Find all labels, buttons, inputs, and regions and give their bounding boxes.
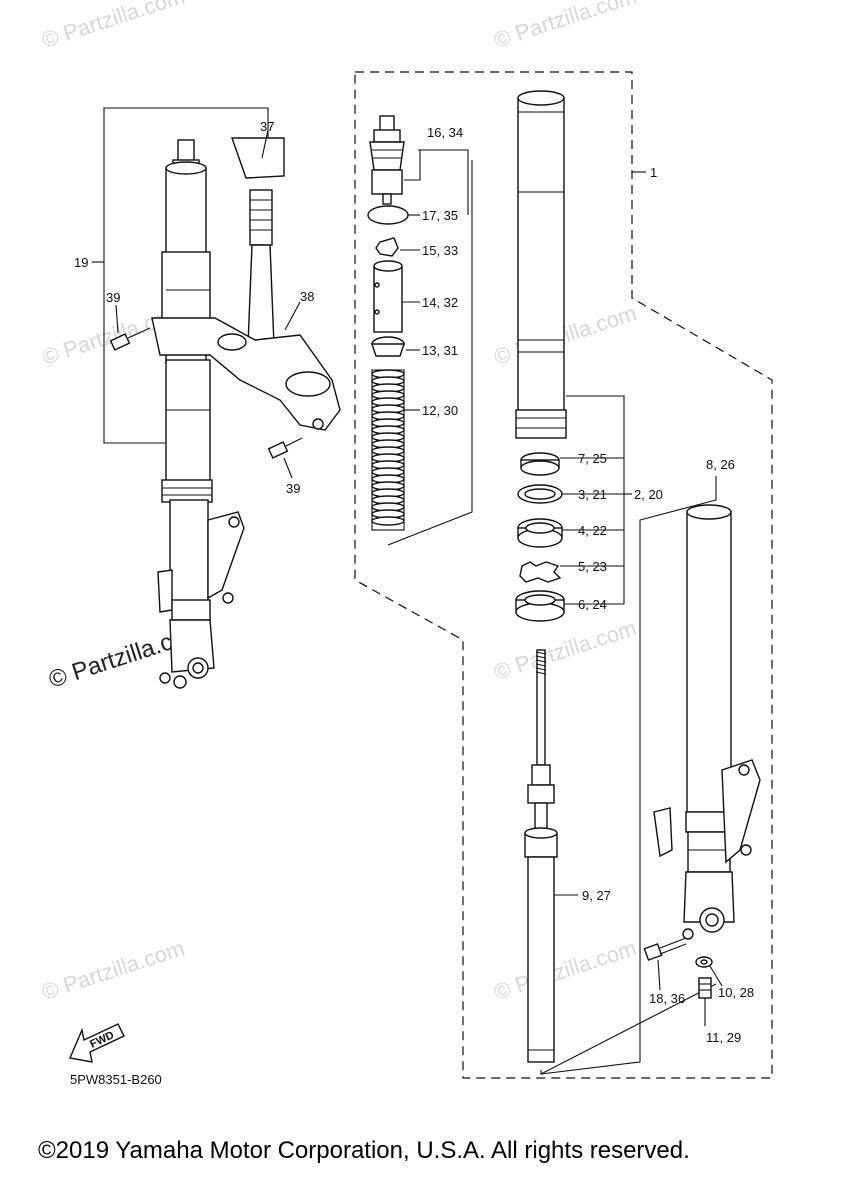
pinch-bolt-lower: [267, 437, 303, 479]
callout-4-22: 4, 22: [578, 523, 607, 538]
drain-bolt-11-29: [698, 977, 712, 1026]
oil-seal-4-22: [517, 518, 624, 548]
spacer-14-32: [373, 260, 420, 333]
callout-5-23: 5, 23: [578, 559, 607, 574]
callout-16-34: 16, 34: [427, 125, 463, 140]
o-ring-17-35: [367, 205, 420, 225]
rod-thread: [535, 651, 547, 655]
callout-10-28: 10, 28: [718, 985, 754, 1000]
callout-39-upper: 39: [106, 290, 120, 305]
callout-1: 1: [650, 165, 657, 180]
nut-15-33: [375, 237, 420, 257]
diagram-code: 5PW8351-B260: [70, 1072, 162, 1087]
callout-12-30: 12, 30: [422, 403, 458, 418]
under-bracket: [151, 301, 341, 431]
callout-11-29: 11, 29: [706, 1030, 741, 1045]
copyright-notice: ©2019 Yamaha Motor Corporation, U.S.A. A…: [38, 1137, 690, 1164]
watermark-text: © Partzilla.com: [491, 300, 640, 370]
fwd-label: FWD: [88, 1029, 116, 1050]
cap-bolt-16-34: [369, 115, 469, 215]
watermark-text: © Partzilla.com: [39, 0, 188, 53]
spring-coil: [371, 516, 405, 526]
callout-13-31: 13, 31: [422, 343, 458, 358]
callout-7-25: 7, 25: [578, 451, 607, 466]
washer-10-28: [695, 956, 723, 987]
pinch-bolt-upper: [109, 304, 151, 351]
spring-seat-13-31: [371, 336, 420, 357]
callout-18-36: 18, 36: [649, 991, 685, 1006]
callout-9-27: 9, 27: [582, 888, 611, 903]
callout-39-lower: 39: [286, 481, 300, 496]
callout-37: 37: [260, 119, 274, 134]
rod-thread: [535, 667, 547, 671]
callout-labels: 1 19 37 38 39 39 16, 34 17, 35 15, 33 14…: [74, 119, 754, 1045]
rod-thread: [535, 671, 547, 675]
bushing-7-25: [520, 452, 624, 476]
dust-seal-6-24: [515, 590, 624, 622]
fork-assembly-19: [92, 107, 269, 689]
watermark-text: © Partzilla.com: [491, 615, 640, 685]
damper-rod-9-27: [524, 649, 717, 1075]
outer-tube-1: [515, 90, 646, 439]
rod-thread: [535, 663, 547, 667]
callout-15-33: 15, 33: [422, 243, 458, 258]
clip-5-23: [519, 561, 624, 583]
callout-8-26: 8, 26: [706, 457, 735, 472]
watermark-text: © Partzilla.com: [491, 935, 640, 1005]
callout-38: 38: [300, 289, 314, 304]
seal-group-2-20: [566, 395, 632, 604]
washer-3-21: [517, 484, 624, 504]
callout-6-24: 6, 24: [578, 597, 607, 612]
fwd-direction-arrow: FWD: [69, 1023, 125, 1063]
steering-stem: [231, 129, 285, 346]
fork-spring-12-30: [371, 160, 473, 546]
callout-17-35: 17, 35: [422, 208, 458, 223]
bolt-18-36: [643, 937, 687, 991]
rod-thread: [535, 655, 547, 659]
callout-2-20: 2, 20: [634, 487, 663, 502]
dashed-assembly-boundary: [354, 71, 773, 1079]
callout-3-21: 3, 21: [578, 487, 607, 502]
callout-19: 19: [74, 255, 88, 270]
inner-tube-8-26: [540, 476, 761, 1075]
watermark-text: © Partzilla.com: [39, 935, 188, 1005]
callout-14-32: 14, 32: [422, 295, 458, 310]
rod-thread: [535, 659, 547, 663]
watermark-text: © Partzilla.com: [491, 0, 640, 53]
